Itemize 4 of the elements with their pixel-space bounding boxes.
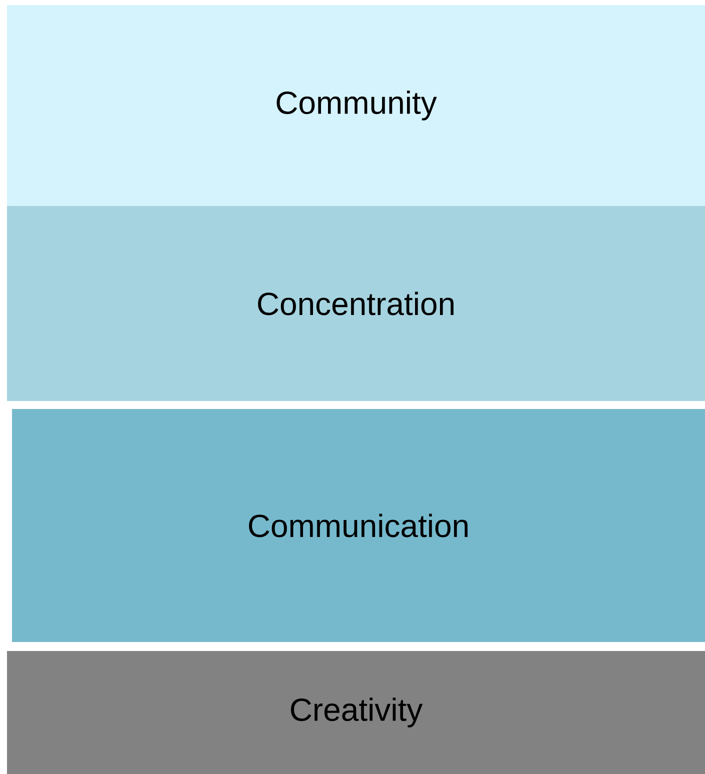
band: Creativity (7, 651, 705, 774)
band: Community (7, 5, 705, 206)
band: Concentration (7, 206, 705, 401)
band: Communication (12, 409, 705, 642)
